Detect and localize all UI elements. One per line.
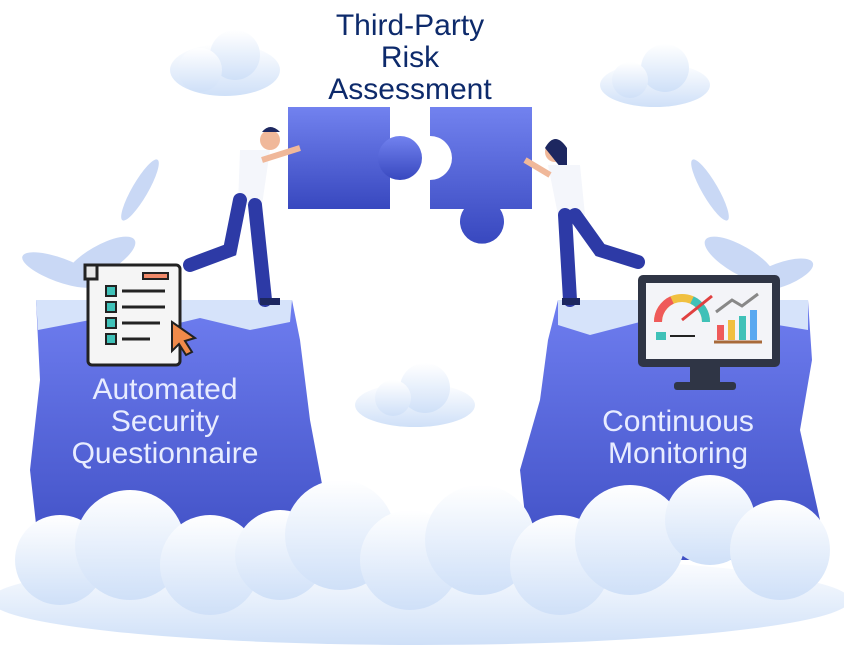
cloud-bank-bottom — [0, 475, 844, 645]
cloud-middle — [355, 363, 475, 427]
title-line: Assessment — [328, 73, 492, 106]
puzzle-piece-left — [288, 107, 422, 209]
label-line: Security — [110, 405, 220, 438]
title-line: Third-Party — [335, 9, 485, 42]
label-line: Questionnaire — [71, 437, 259, 470]
automated-questionnaire-label: Automated Security Questionnaire — [30, 374, 300, 470]
cloud-top-left — [170, 30, 280, 96]
label-line: Continuous — [602, 405, 754, 438]
label-line: Monitoring — [607, 437, 749, 470]
monitoring-dashboard-icon — [638, 275, 780, 390]
questionnaire-document-icon — [83, 263, 198, 367]
cloud-top-right — [600, 44, 710, 107]
person-right — [523, 139, 645, 307]
leaves-left — [22, 159, 159, 288]
continuous-monitoring-label: Continuous Monitoring — [548, 406, 808, 470]
title-line: Risk — [380, 41, 440, 74]
puzzle-piece-right — [430, 107, 532, 244]
title-label: Third-Party Risk Assessment — [290, 10, 530, 106]
person-left — [183, 127, 301, 307]
label-line: Automated — [92, 373, 238, 406]
